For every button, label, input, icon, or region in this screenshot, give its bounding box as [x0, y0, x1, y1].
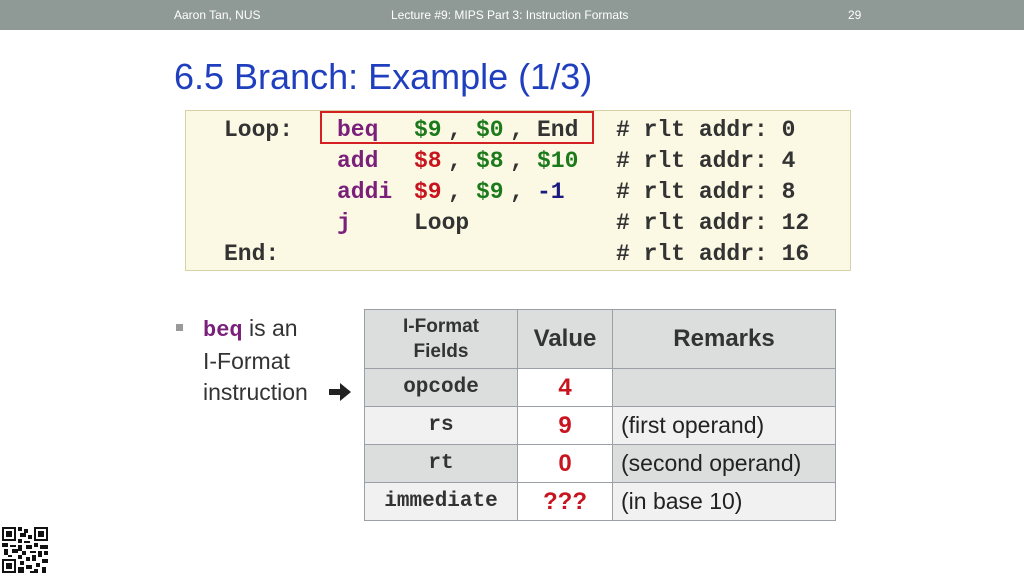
table-row: rt 0 (second operand) [364, 444, 836, 483]
code-comment: # rlt addr: 8 [616, 179, 796, 205]
field-value: 4 [517, 368, 613, 407]
code-comment: # rlt addr: 12 [616, 210, 810, 236]
bullet-marker [176, 324, 183, 331]
code-arg: $9 [414, 179, 442, 205]
bullet-text-2: I-Format [203, 348, 290, 374]
field-value: 9 [517, 406, 613, 445]
slide-title: 6.5 Branch: Example (1/3) [174, 56, 593, 97]
code-opcode: j [337, 210, 351, 236]
code-comment: # rlt addr: 0 [616, 117, 796, 143]
code-sep: , [510, 117, 524, 143]
code-comment: # rlt addr: 4 [616, 148, 796, 174]
code-arg: $9 [476, 179, 504, 205]
field-name: opcode [364, 368, 518, 407]
qr-code-icon [2, 527, 48, 573]
highlight-box [320, 111, 594, 144]
lecture-title: Lecture #9: MIPS Part 3: Instruction For… [391, 8, 629, 22]
author-label: Aaron Tan, NUS [174, 8, 261, 22]
code-arg: $10 [537, 148, 579, 174]
table-row: immediate ??? (in base 10) [364, 482, 836, 521]
header-value: Value [517, 309, 613, 369]
code-opcode: beq [337, 117, 379, 143]
field-name: immediate [364, 482, 518, 521]
field-remark: (first operand) [612, 406, 836, 445]
code-arg: Loop [414, 210, 470, 236]
arrow-right-icon [329, 383, 351, 401]
page-number: 29 [848, 8, 862, 22]
bullet-text: beq is an I-Format instruction [203, 313, 308, 408]
code-arg: $0 [476, 117, 504, 143]
field-value: ??? [517, 482, 613, 521]
code-arg: $8 [414, 148, 442, 174]
bullet-text-1: is an [242, 315, 298, 341]
code-arg: -1 [537, 179, 565, 205]
code-arg: $9 [414, 117, 442, 143]
code-sep: , [448, 117, 462, 143]
table-row: rs 9 (first operand) [364, 406, 836, 445]
field-remark: (second operand) [612, 444, 836, 483]
code-opcode: addi [337, 179, 393, 205]
field-name: rt [364, 444, 518, 483]
code-block [185, 110, 851, 271]
bullet-text-3: instruction [203, 379, 308, 405]
field-value: 0 [517, 444, 613, 483]
field-name: rs [364, 406, 518, 445]
table-row: opcode 4 [364, 368, 836, 407]
header-remarks: Remarks [612, 309, 836, 369]
code-sep: , [510, 148, 524, 174]
code-comment: # rlt addr: 16 [616, 241, 810, 267]
code-sep: , [448, 179, 462, 205]
field-remark [612, 368, 836, 407]
code-label: Loop: [224, 117, 294, 143]
code-arg: $8 [476, 148, 504, 174]
header-bar: Aaron Tan, NUS Lecture #9: MIPS Part 3: … [0, 0, 1024, 30]
code-label: End: [224, 241, 280, 267]
code-opcode: add [337, 148, 379, 174]
bullet-keyword: beq [203, 318, 243, 343]
code-sep: , [448, 148, 462, 174]
code-sep: , [510, 179, 524, 205]
code-arg: End [537, 117, 579, 143]
field-remark: (in base 10) [612, 482, 836, 521]
